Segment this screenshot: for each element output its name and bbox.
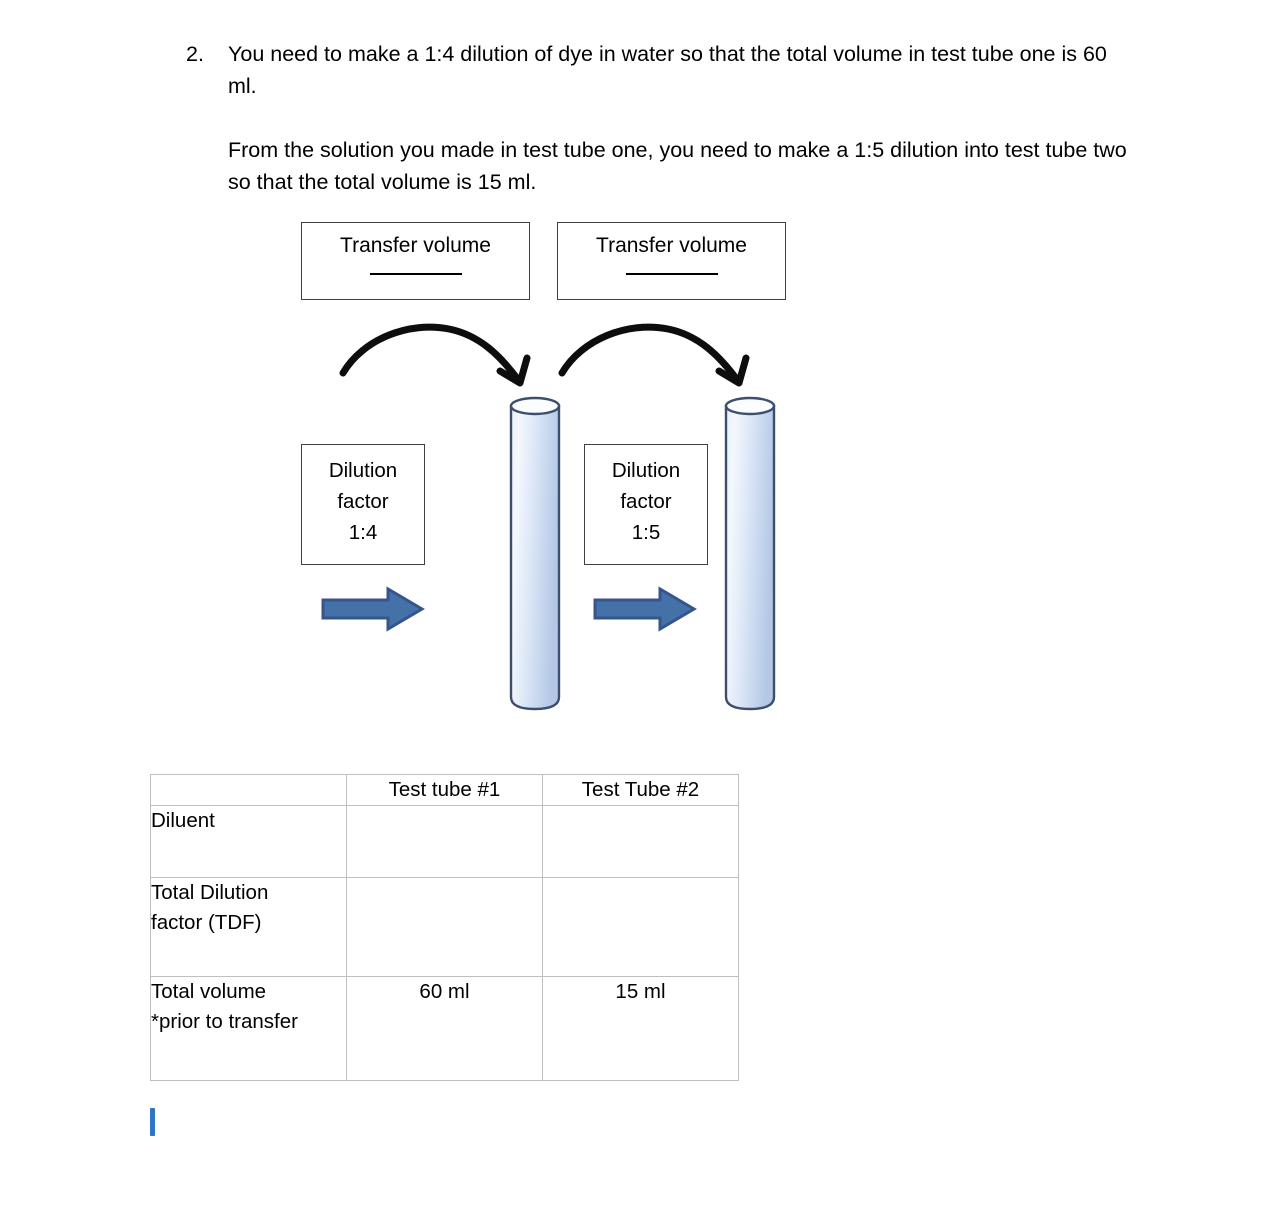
header-cell-blank xyxy=(150,774,347,806)
table-row-diluent: Diluent xyxy=(150,805,739,878)
test-tube-2 xyxy=(724,396,776,711)
transfer-volume-box-1[interactable]: Transfer volume xyxy=(301,222,530,300)
table-row-tdf: Total Dilution factor (TDF) xyxy=(150,877,739,977)
dilution-factor-line1-2: Dilution xyxy=(611,459,681,482)
table-header-row: Test tube #1 Test Tube #2 xyxy=(150,774,739,806)
row-label-tdf-line2: factor (TDF) xyxy=(151,911,262,934)
question-paragraph-1: You need to make a 1:4 dilution of dye i… xyxy=(228,42,1107,98)
dilution-factor-box-2[interactable]: Dilution factor 1:5 xyxy=(584,444,708,565)
text-cursor xyxy=(150,1108,155,1136)
curved-transfer-arrow-2 xyxy=(558,323,750,387)
cell-total-volume-tube2[interactable]: 15 ml xyxy=(542,976,739,1081)
cell-tdf-tube1[interactable] xyxy=(346,877,543,977)
row-label-total-volume-line1: Total volume xyxy=(151,980,267,1003)
question-block: 2. You need to make a 1:4 dilution of dy… xyxy=(186,38,1136,198)
transfer-volume-blank-1[interactable] xyxy=(369,273,462,275)
question-number: 2. xyxy=(186,42,204,66)
transfer-volume-blank-2[interactable] xyxy=(625,273,718,275)
dilution-factor-line2-2: factor xyxy=(620,490,672,513)
dilution-factor-value-1: 1:4 xyxy=(348,521,378,544)
row-label-diluent: Diluent xyxy=(150,805,347,878)
cell-tdf-tube2[interactable] xyxy=(542,877,739,977)
dilution-factor-value-2: 1:5 xyxy=(631,521,661,544)
row-label-tdf-line1: Total Dilution xyxy=(151,881,269,904)
transfer-volume-label-2: Transfer volume xyxy=(596,234,747,257)
header-cell-tube1: Test tube #1 xyxy=(346,774,543,806)
cell-diluent-tube1[interactable] xyxy=(346,805,543,878)
question-body: You need to make a 1:4 dilution of dye i… xyxy=(228,38,1136,198)
curved-transfer-arrow-1 xyxy=(339,323,531,387)
test-tube-1 xyxy=(509,396,561,711)
dilution-factor-line1-1: Dilution xyxy=(328,459,398,482)
transfer-volume-label-1: Transfer volume xyxy=(340,234,491,257)
row-label-total-volume: Total volume *prior to transfer xyxy=(150,976,347,1081)
cell-diluent-tube2[interactable] xyxy=(542,805,739,878)
right-arrow-icon-2 xyxy=(593,586,697,632)
table-row-total-volume: Total volume *prior to transfer 60 ml 15… xyxy=(150,976,739,1081)
row-label-tdf: Total Dilution factor (TDF) xyxy=(150,877,347,977)
question-row: 2. You need to make a 1:4 dilution of dy… xyxy=(186,38,1136,198)
dilution-factor-line2-1: factor xyxy=(337,490,389,513)
transfer-volume-box-2[interactable]: Transfer volume xyxy=(557,222,786,300)
dilution-factor-box-1[interactable]: Dilution factor 1:4 xyxy=(301,444,425,565)
row-label-total-volume-line2: *prior to transfer xyxy=(151,1010,298,1033)
dilution-data-table: Test tube #1 Test Tube #2 Diluent Total … xyxy=(150,774,739,1081)
question-paragraph-2: From the solution you made in test tube … xyxy=(228,138,1127,194)
cell-total-volume-tube1[interactable]: 60 ml xyxy=(346,976,543,1081)
right-arrow-icon-1 xyxy=(321,586,425,632)
dilution-diagram: Transfer volume Transfer volume Dilution… xyxy=(301,222,786,711)
header-cell-tube2: Test Tube #2 xyxy=(542,774,739,806)
